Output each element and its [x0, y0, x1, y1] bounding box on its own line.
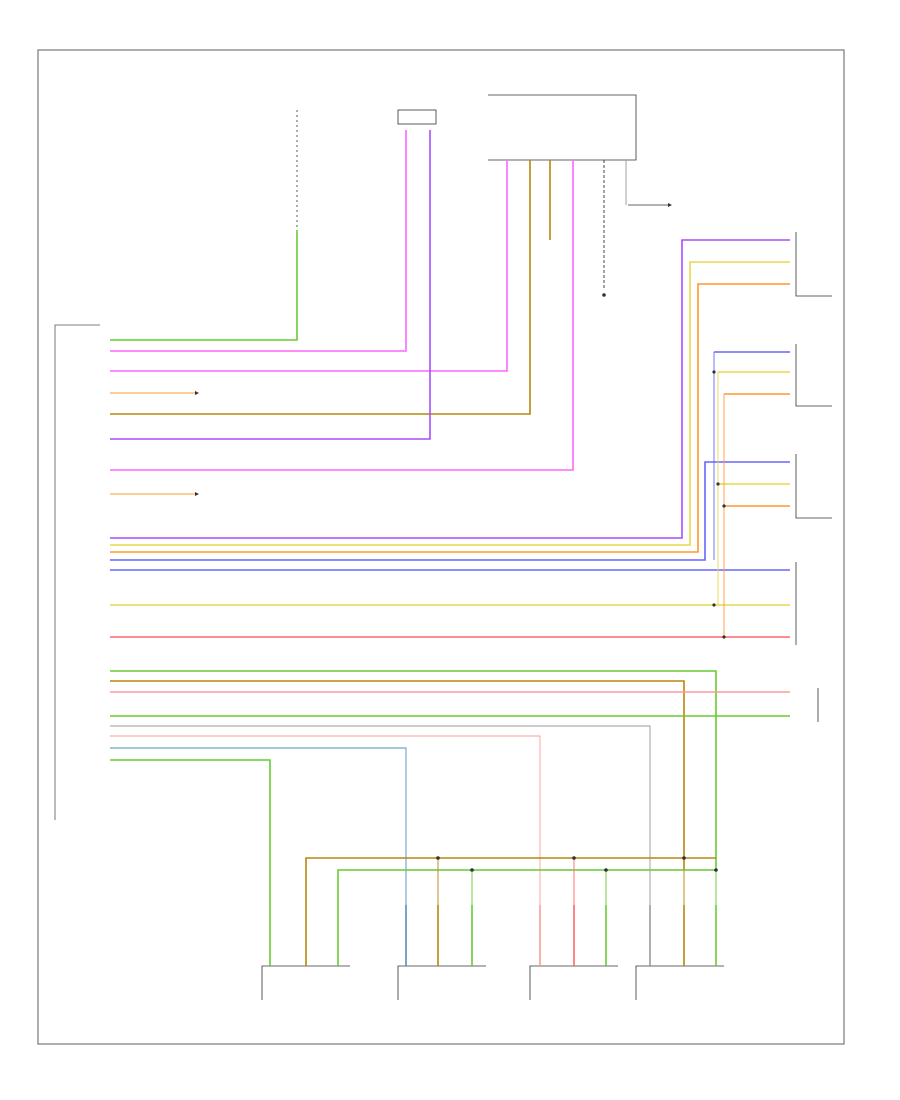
ground-point [602, 160, 606, 297]
bottom-sensor-leads [269, 905, 717, 966]
bottom-sensors [261, 965, 724, 1000]
parking-aid-module [488, 94, 672, 207]
rrs-top-connector [397, 109, 437, 125]
right-rear-sensor-top [397, 109, 437, 125]
wires-group-a [110, 130, 627, 496]
control-module [54, 324, 100, 820]
bottom-bus [305, 856, 718, 905]
right-sensors [795, 232, 832, 722]
wires-group-c [110, 670, 790, 870]
wires-group-d [110, 715, 790, 905]
diagram-frame [37, 49, 845, 1045]
wires-group-b [110, 239, 790, 639]
